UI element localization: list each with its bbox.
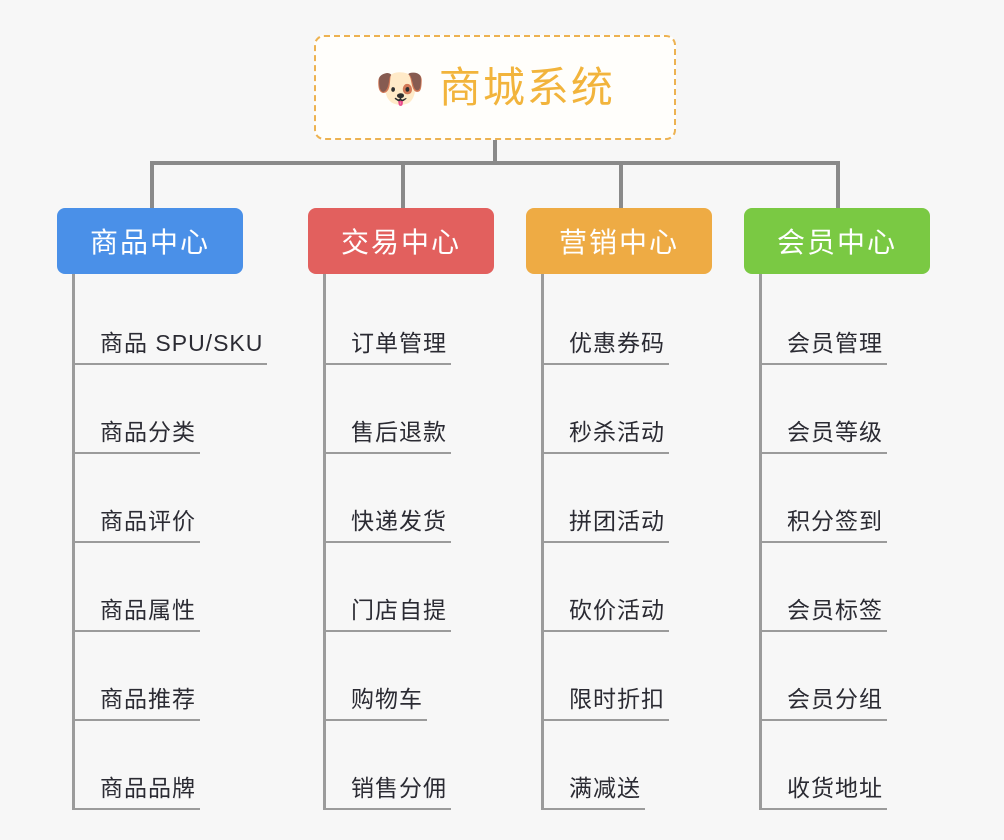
leaf-label: 会员标签 <box>759 597 887 632</box>
leaf-item[interactable]: 会员等级 <box>759 365 887 454</box>
leaf-label: 商品评价 <box>72 508 200 543</box>
category-label-3: 营销中心 <box>558 227 679 258</box>
branch-bus-connector <box>150 161 840 165</box>
branch-drop-connector-2 <box>401 161 405 208</box>
leaf-item[interactable]: 限时折扣 <box>541 632 669 721</box>
branch-drop-connector-3 <box>619 161 623 208</box>
shiba-dog-face-icon: 🐶 <box>375 66 425 111</box>
leaf-item[interactable]: 砍价活动 <box>541 543 669 632</box>
leaf-item[interactable]: 售后退款 <box>323 365 451 454</box>
root-title: 商城系统 <box>438 63 615 111</box>
leaf-label: 会员管理 <box>759 330 887 365</box>
leaf-label: 销售分佣 <box>323 775 451 810</box>
leaf-label: 收货地址 <box>759 775 887 810</box>
leaf-item[interactable]: 收货地址 <box>759 721 887 810</box>
leaf-item[interactable]: 购物车 <box>323 632 427 721</box>
leaf-label: 满减送 <box>541 775 645 810</box>
leaf-label: 拼团活动 <box>541 508 669 543</box>
leaf-label: 商品属性 <box>72 597 200 632</box>
branch-drop-connector-4 <box>836 161 840 208</box>
leaf-item[interactable]: 优惠券码 <box>541 276 669 365</box>
category-box-4[interactable]: 会员中心 <box>744 208 930 274</box>
branch-spine-2 <box>323 276 326 810</box>
leaf-item[interactable]: 订单管理 <box>323 276 451 365</box>
leaf-label: 商品品牌 <box>72 775 200 810</box>
leaf-label: 积分签到 <box>759 508 887 543</box>
leaf-label: 门店自提 <box>323 597 451 632</box>
leaf-label: 商品推荐 <box>72 686 200 721</box>
root-trunk-connector <box>493 140 497 163</box>
leaf-label: 售后退款 <box>323 419 451 454</box>
leaf-item[interactable]: 商品推荐 <box>72 632 200 721</box>
leaf-item[interactable]: 商品 SPU/SKU <box>72 276 268 365</box>
leaf-item[interactable]: 秒杀活动 <box>541 365 669 454</box>
leaf-item[interactable]: 商品分类 <box>72 365 200 454</box>
leaf-label: 砍价活动 <box>541 597 669 632</box>
leaf-item[interactable]: 快递发货 <box>323 454 451 543</box>
category-box-1[interactable]: 商品中心 <box>57 208 243 274</box>
leaf-item[interactable]: 商品评价 <box>72 454 200 543</box>
leaf-label: 商品分类 <box>72 419 200 454</box>
branch-spine-3 <box>541 276 544 810</box>
category-label-1: 商品中心 <box>89 227 210 258</box>
branch-drop-connector-1 <box>150 161 154 208</box>
leaf-item[interactable]: 满减送 <box>541 721 645 810</box>
leaf-item[interactable]: 会员管理 <box>759 276 887 365</box>
leaf-label: 优惠券码 <box>541 330 669 365</box>
leaf-label: 会员等级 <box>759 419 887 454</box>
category-box-2[interactable]: 交易中心 <box>308 208 494 274</box>
leaf-label: 秒杀活动 <box>541 419 669 454</box>
leaf-item[interactable]: 门店自提 <box>323 543 451 632</box>
branch-spine-1 <box>72 276 75 810</box>
leaf-item[interactable]: 会员标签 <box>759 543 887 632</box>
leaf-label: 会员分组 <box>759 686 887 721</box>
category-label-4: 会员中心 <box>776 227 897 258</box>
leaf-item[interactable]: 拼团活动 <box>541 454 669 543</box>
leaf-item[interactable]: 会员分组 <box>759 632 887 721</box>
leaf-label: 快递发货 <box>323 508 451 543</box>
leaf-label: 限时折扣 <box>541 686 669 721</box>
root-node[interactable]: 🐶 商城系统 <box>314 35 676 140</box>
branch-spine-4 <box>759 276 762 810</box>
leaf-item[interactable]: 销售分佣 <box>323 721 451 810</box>
leaf-item[interactable]: 积分签到 <box>759 454 887 543</box>
category-box-3[interactable]: 营销中心 <box>526 208 712 274</box>
leaf-item[interactable]: 商品属性 <box>72 543 200 632</box>
leaf-label: 购物车 <box>323 686 427 721</box>
leaf-item[interactable]: 商品品牌 <box>72 721 200 810</box>
category-label-2: 交易中心 <box>340 227 461 258</box>
leaf-label: 商品 SPU/SKU <box>72 330 268 365</box>
leaf-label: 订单管理 <box>323 330 451 365</box>
